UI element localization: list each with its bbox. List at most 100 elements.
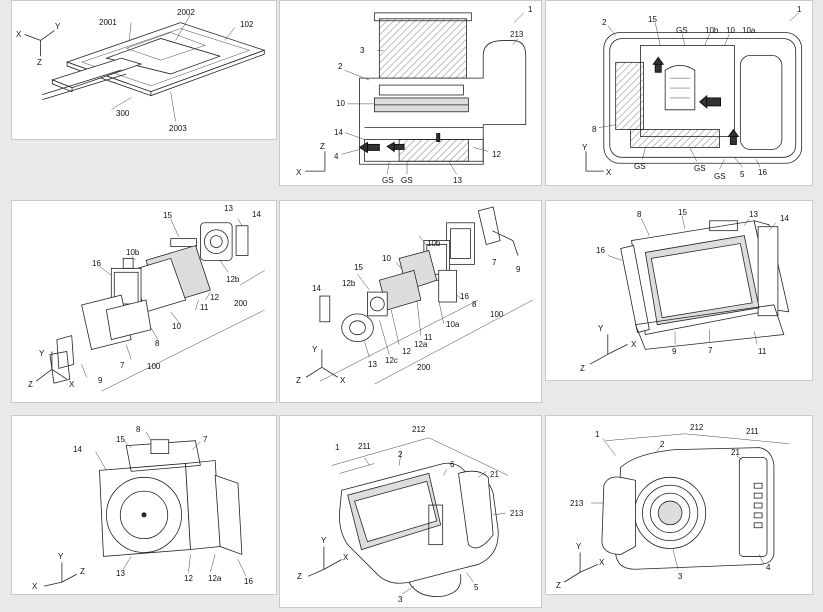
axis-y: Y [576,542,582,551]
figure-8-drawing [307,437,509,597]
label-3: 3 [678,572,683,581]
label-2: 2 [398,450,403,459]
label-15: 15 [116,435,125,444]
figure-panel-4: 13 14 15 10b 12b 16 11 12 200 10 8 7 9 1… [11,200,277,403]
figure-panel-9: 1 212 211 2 21 213 3 4 Y X Z [545,415,813,595]
label-211: 211 [746,427,759,436]
figure-9-drawing [564,433,789,583]
label-gs-left: GS [634,162,646,171]
label-213: 213 [570,499,584,508]
axis-y: Y [55,22,61,31]
label-15: 15 [163,211,172,220]
label-12: 12 [210,293,219,302]
axis-z: Z [580,364,585,373]
label-2: 2 [602,18,607,27]
label-2003: 2003 [169,124,187,133]
axis-x: X [296,168,302,177]
label-2: 2 [660,440,665,449]
label-12: 12 [402,347,411,356]
label-12a: 12a [208,574,222,583]
label-21: 21 [731,448,740,457]
label-14: 14 [312,284,321,293]
label-10b: 10b [427,239,441,248]
label-12: 12 [184,574,193,583]
axis-x: X [69,380,75,389]
figure-panel-8: 212 1 211 2 6 21 213 5 3 Y X Z [279,415,542,608]
label-12: 12 [492,150,501,159]
axis-x: X [16,30,22,39]
label-gs-2: GS [401,176,413,185]
label-7: 7 [708,346,713,355]
label-10: 10 [336,99,345,108]
label-213: 213 [510,30,524,39]
axis-y: Y [598,324,604,333]
label-5: 5 [474,583,479,592]
label-12c: 12c [385,356,398,365]
label-8: 8 [136,425,141,434]
axis-z: Z [556,581,561,590]
label-gs-bottom: GS [714,172,726,181]
label-7: 7 [120,361,125,370]
axis-x: X [631,340,637,349]
figure-4-drawing [35,218,265,392]
label-8: 8 [592,125,597,134]
label-15: 15 [678,208,687,217]
label-7: 7 [203,435,208,444]
axis-x: X [343,553,349,562]
label-gs-1: GS [382,176,394,185]
axis-x: X [599,558,605,567]
label-gs-mid: GS [694,164,706,173]
label-200: 200 [417,363,431,372]
figure-panel-6: 8 15 13 14 16 9 7 11 Y X Z [545,200,813,381]
label-9: 9 [516,265,521,274]
label-1: 1 [528,5,533,14]
label-212: 212 [412,425,426,434]
label-13: 13 [749,210,758,219]
label-16: 16 [460,292,469,301]
axis-x: X [606,168,612,177]
label-300: 300 [116,109,130,118]
label-10b: 10b [126,248,140,257]
label-13: 13 [116,569,125,578]
label-100: 100 [490,310,504,319]
label-13: 13 [368,360,377,369]
label-13: 13 [453,176,462,185]
label-2001: 2001 [99,18,117,27]
axis-z: Z [37,58,42,67]
label-200: 200 [234,299,248,308]
label-100: 100 [147,362,161,371]
label-12a: 12a [414,340,428,349]
figure-panel-5: 10b 15 10 12b 7 9 14 16 8 100 11 12 12a … [279,200,542,403]
figure-5-drawing [305,206,533,385]
figure-6-drawing [589,215,790,365]
label-9: 9 [672,347,677,356]
label-102: 102 [240,20,254,29]
label-6: 6 [450,460,455,469]
label-11: 11 [200,303,209,312]
label-5: 5 [740,170,745,179]
axis-y: Y [39,349,45,358]
axis-y: Y [321,536,327,545]
label-10a: 10a [742,26,756,35]
label-10b: 10b [705,26,719,35]
axis-x: X [340,376,346,385]
label-1: 1 [335,443,340,452]
label-8: 8 [637,210,642,219]
figure-3-drawing [585,12,803,172]
axis-z: Z [80,567,85,576]
label-212: 212 [690,423,704,432]
label-2002: 2002 [177,8,195,17]
label-10a: 10a [446,320,460,329]
label-14: 14 [780,214,789,223]
label-16: 16 [244,577,253,586]
label-21: 21 [490,470,499,479]
figure-panel-2: 1 213 3 2 10 14 4 12 GS GS 13 Z X [279,0,542,186]
figure-panel-1: 2001 2002 102 300 2003 X Y Z [11,0,277,140]
label-9: 9 [98,376,103,385]
label-3: 3 [360,46,365,55]
axis-z: Z [28,380,33,389]
label-gs-top: GS [676,26,688,35]
figure-7-drawing [44,431,247,587]
axis-z: Z [320,142,325,151]
label-14: 14 [73,445,82,454]
